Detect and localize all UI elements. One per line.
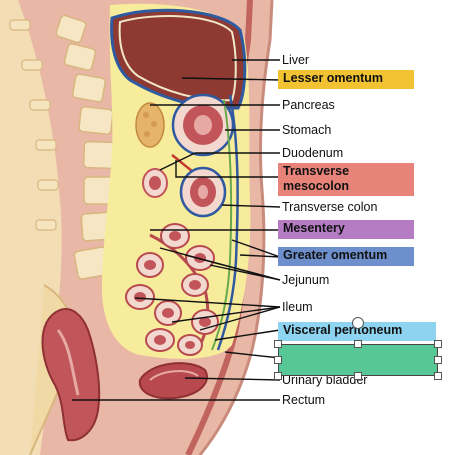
- resize-handle-bottom-left[interactable]: [274, 372, 282, 380]
- pancreas-organ: [135, 102, 165, 148]
- label-pancreas: Pancreas: [282, 98, 335, 112]
- resize-handle-top-left[interactable]: [274, 340, 282, 348]
- answer-box-visceral-peritoneum[interactable]: Visceral peritoneum: [278, 322, 436, 341]
- label-liver: Liver: [282, 53, 310, 67]
- answer-box-greater-omentum[interactable]: Greater omentum: [278, 247, 414, 266]
- label-ileum: Ileum: [282, 300, 313, 314]
- transverse-colon-organ: [179, 166, 227, 218]
- resize-handle-left[interactable]: [274, 356, 282, 364]
- label-jejunum: Jejunum: [282, 273, 330, 287]
- resize-handle-bottom[interactable]: [354, 372, 362, 380]
- resize-handle-bottom-right[interactable]: [434, 372, 442, 380]
- label-urinary-bladder: Urinary bladder: [282, 373, 368, 387]
- resize-handle-top-right[interactable]: [434, 340, 442, 348]
- urinary-bladder-organ: [138, 362, 208, 400]
- duodenum-organ: [142, 168, 168, 198]
- liver-organ: [110, 8, 247, 110]
- rotate-handle-icon[interactable]: [352, 317, 364, 329]
- greater-omentum-fold: [216, 94, 239, 351]
- answer-box-transverse-mesocolon[interactable]: Transverse mesocolon: [278, 163, 414, 196]
- label-rectum: Rectum: [282, 393, 326, 407]
- rectum-organ: [41, 308, 101, 442]
- answer-box-lesser-omentum[interactable]: Lesser omentum: [278, 70, 414, 89]
- label-duodenum: Duodenum: [282, 146, 344, 160]
- resize-handle-top[interactable]: [354, 340, 362, 348]
- leader-lines: [72, 59, 281, 401]
- answer-box-mesentery[interactable]: Mesentery: [278, 220, 414, 239]
- label-transverse-colon: Transverse colon: [282, 200, 378, 214]
- resize-handle-right[interactable]: [434, 356, 442, 364]
- label-stomach: Stomach: [282, 123, 332, 137]
- stomach-organ: [171, 93, 235, 157]
